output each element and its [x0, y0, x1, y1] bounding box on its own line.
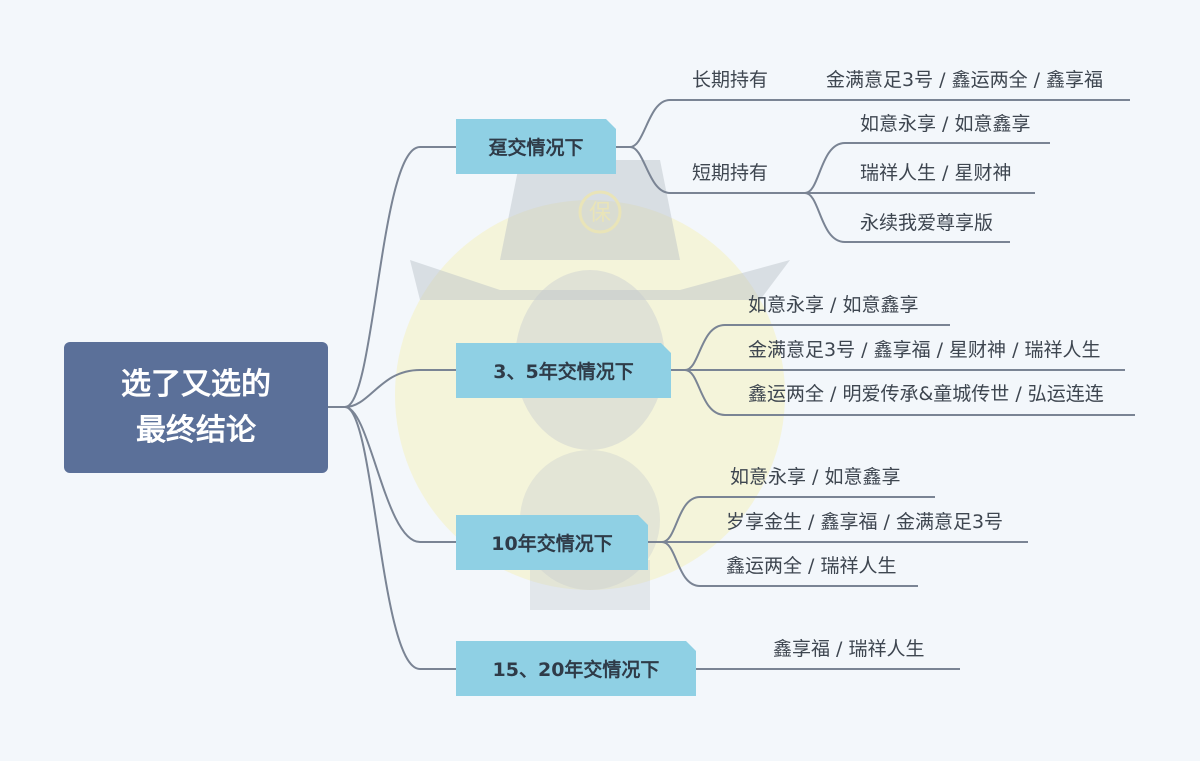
leaf-item[interactable]: 鑫运两全 / 明爱传承&童城传世 / 弘运连连 — [748, 383, 1104, 405]
leaf-item[interactable]: 鑫享福 / 瑞祥人生 — [773, 638, 925, 660]
root-title-line2: 最终结论 — [136, 412, 256, 448]
leaf-item[interactable]: 金满意足3号 / 鑫享福 / 星财神 / 瑞祥人生 — [748, 339, 1101, 361]
branch-15-20-year[interactable]: 15、20年交情况下 — [456, 641, 696, 696]
leaf-item[interactable]: 岁享金生 / 鑫享福 / 金满意足3号 — [726, 511, 1004, 533]
root-node[interactable]: 选了又选的 最终结论 — [64, 342, 328, 473]
sub-long-term[interactable]: 长期持有 — [692, 69, 769, 91]
branch-single-payment[interactable]: 趸交情况下 — [456, 119, 616, 174]
sub-short-term[interactable]: 短期持有 — [692, 162, 769, 184]
leaf-item[interactable]: 鑫运两全 / 瑞祥人生 — [726, 555, 897, 577]
leaf-item[interactable]: 永续我爱尊享版 — [860, 212, 994, 234]
leaf-item[interactable]: 金满意足3号 / 鑫运两全 / 鑫享福 — [826, 69, 1104, 91]
leaf-item[interactable]: 瑞祥人生 / 星财神 — [860, 162, 1012, 184]
leaf-item[interactable]: 如意永享 / 如意鑫享 — [860, 113, 1031, 135]
branch-3-5-year[interactable]: 3、5年交情况下 — [456, 343, 671, 398]
svg-text:保: 保 — [589, 201, 611, 226]
leaf-item[interactable]: 如意永享 / 如意鑫享 — [730, 466, 901, 488]
branch-10-year[interactable]: 10年交情况下 — [456, 515, 648, 570]
root-title-line1: 选了又选的 — [121, 366, 271, 402]
leaf-item[interactable]: 如意永享 / 如意鑫享 — [748, 294, 919, 316]
